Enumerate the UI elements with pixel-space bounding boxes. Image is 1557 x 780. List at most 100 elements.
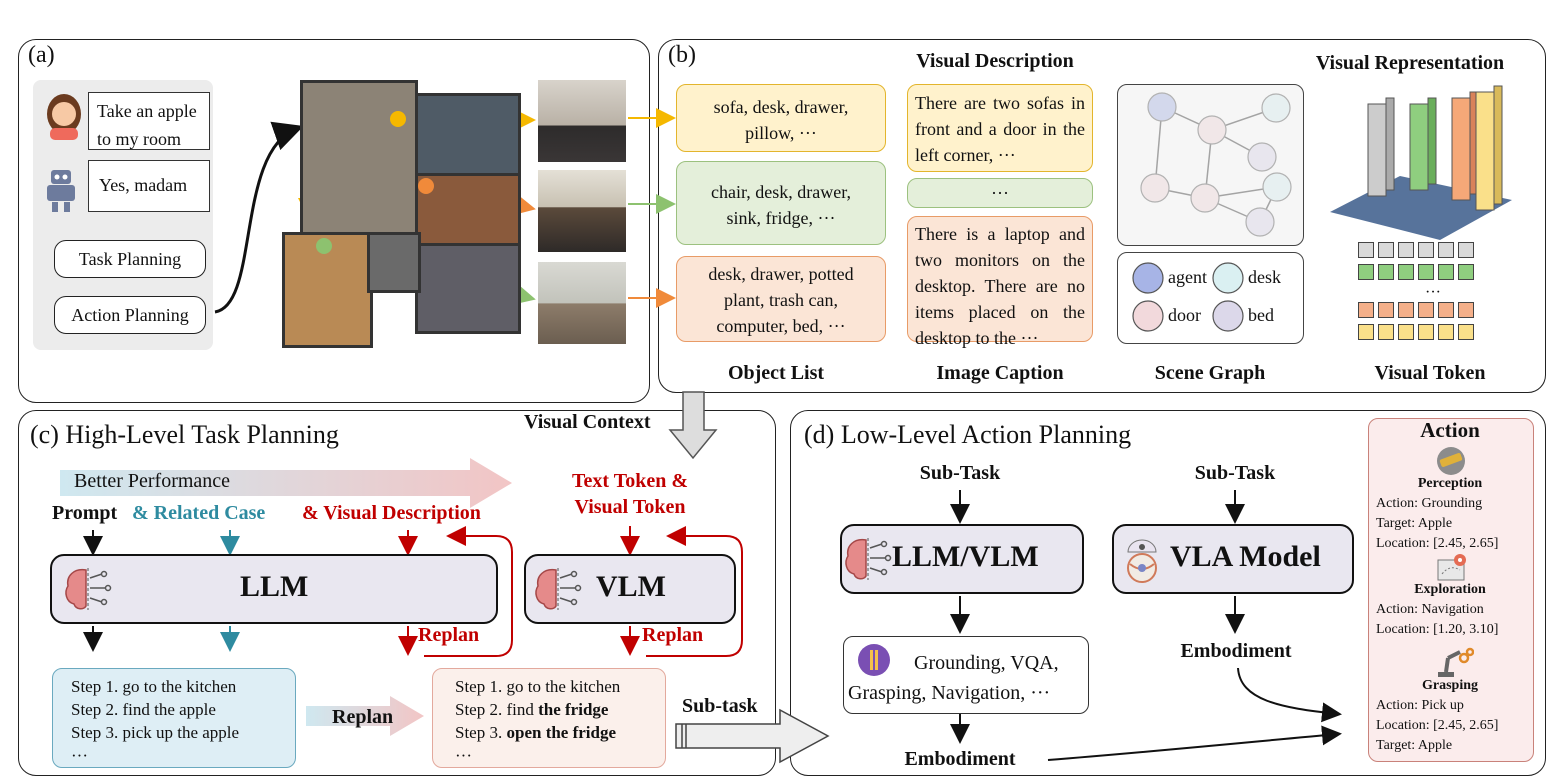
vlm-label: VLM xyxy=(596,570,666,603)
label-visual-token: Visual Token xyxy=(1374,362,1486,384)
plan-box-1: Step 1. go to the kitchen Step 2. find t… xyxy=(52,668,296,768)
vlm-box xyxy=(524,554,736,624)
user-speech-bubble: Take an apple to my room xyxy=(88,92,210,150)
visual-token-grid: ··· xyxy=(1358,242,1508,346)
view-image-2 xyxy=(538,170,626,252)
object-list-2: chair, desk, drawer, sink, fridge, ··· xyxy=(676,161,886,245)
user-avatar xyxy=(44,92,84,140)
perception-name: Perception xyxy=(1417,476,1483,491)
token-row-gray xyxy=(1358,242,1508,264)
task-planning-box: Task Planning xyxy=(54,240,206,278)
panel-d-label: (d) xyxy=(804,420,835,449)
visual-token-line: Visual Token xyxy=(574,496,686,518)
caption-1: There are two sofas in front and a door … xyxy=(907,84,1093,172)
plan2-step3-bold: open the fridge xyxy=(506,723,617,742)
subtask-arrow-label: Sub-task xyxy=(682,695,758,717)
replan-label-vlm: Replan xyxy=(642,624,704,646)
better-performance-label: Better Performance xyxy=(74,470,231,492)
token-row-orange xyxy=(1358,302,1508,324)
route-dot-orange xyxy=(418,178,434,194)
embodiment-label-right: Embodiment xyxy=(1180,640,1292,662)
floor-plan xyxy=(282,80,521,348)
subtask-label-right: Sub-Task xyxy=(1194,462,1276,484)
label-scene-graph: Scene Graph xyxy=(1154,362,1266,384)
legend-door: door xyxy=(1168,305,1201,325)
panel-a-label: (a) xyxy=(28,42,55,68)
grasping-name: Grasping xyxy=(1421,678,1478,693)
vla-label: VLA Model xyxy=(1170,540,1321,573)
replan-arrow-label: Replan xyxy=(332,706,394,728)
object-list-3: desk, drawer, potted plant, trash can, c… xyxy=(676,256,886,342)
llm-vlm-label: LLM/VLM xyxy=(892,540,1039,573)
token-ellipsis: ··· xyxy=(1425,284,1441,301)
skills-line-1: Grounding, VQA, xyxy=(914,652,1059,674)
perception-location: Location: [2.45, 2.65] xyxy=(1376,536,1499,551)
plan1-step2: Step 2. find the apple xyxy=(71,700,216,719)
exploration-location: Location: [1.20, 3.10] xyxy=(1376,622,1499,637)
embodiment-label-left: Embodiment xyxy=(904,748,1016,770)
legend-desk: desk xyxy=(1248,267,1281,287)
exploration-name: Exploration xyxy=(1414,582,1486,597)
vlm-brain-icon xyxy=(532,566,582,612)
visual-context-label: Visual Context xyxy=(520,411,655,434)
plan2-step2: Step 2. find the fridge xyxy=(455,698,643,721)
llm-vlm-box xyxy=(840,524,1084,594)
route-dot-yellow xyxy=(390,111,406,127)
text-visual-token-label: Text Token & Visual Token xyxy=(540,468,720,520)
plan2-step3: Step 3. open the fridge xyxy=(455,721,643,744)
robot-speech-bubble: Yes, madam xyxy=(88,160,210,212)
related-case-label: & Related Case xyxy=(132,502,266,524)
perception-target: Target: Apple xyxy=(1376,516,1453,531)
action-title: Action xyxy=(1420,418,1480,442)
legend-agent: agent xyxy=(1168,267,1207,287)
grasping-action: Action: Pick up xyxy=(1376,698,1464,713)
plan2-step2-prefix: Step 2. find xyxy=(455,700,539,719)
floor-room-1 xyxy=(300,80,418,236)
plan2-step1: Step 1. go to the kitchen xyxy=(455,677,621,696)
exploration-icon xyxy=(1434,552,1470,582)
route-dot-green xyxy=(316,238,332,254)
action-planning-box: Action Planning xyxy=(54,296,206,334)
prompt-label: Prompt xyxy=(52,502,118,524)
exploration-details: Action: Navigation Location: [1.20, 3.10… xyxy=(1376,600,1498,640)
scene-graph-legend xyxy=(1117,252,1304,344)
scene-graph-box xyxy=(1117,84,1304,246)
legend-bed: bed xyxy=(1248,305,1274,325)
exploration-action: Action: Navigation xyxy=(1376,602,1484,617)
llm-vlm-brain-icon xyxy=(842,536,892,582)
grasping-target: Target: Apple xyxy=(1376,738,1453,753)
perception-icon xyxy=(1434,446,1468,476)
caption-3: There is a laptop and two monitors on th… xyxy=(907,216,1093,348)
floor-room-6 xyxy=(367,232,421,293)
token-row-green xyxy=(1358,264,1508,286)
visual-representation-title: Visual Representation xyxy=(1315,52,1505,74)
plan-box-2: Step 1. go to the kitchen Step 2. find t… xyxy=(432,668,666,768)
grasping-icon xyxy=(1434,644,1475,678)
caption-ellipsis: ··· xyxy=(907,178,1093,208)
perception-action: Action: Grounding xyxy=(1376,496,1483,511)
skills-line-2: Grasping, Navigation, ··· xyxy=(848,682,1051,704)
visual-description-label: & Visual Description xyxy=(302,502,481,524)
brain-icon xyxy=(62,566,112,612)
grasping-details: Action: Pick up Location: [2.45, 2.65] T… xyxy=(1376,696,1498,756)
llm-label: LLM xyxy=(240,570,309,603)
view-image-1 xyxy=(538,80,626,162)
plan1-step3: Step 3. pick up the apple xyxy=(71,723,240,742)
replan-label-llm: Replan xyxy=(418,624,480,646)
plan2-step3-prefix: Step 3. xyxy=(455,723,507,742)
panel-c-label: (c) xyxy=(30,420,59,449)
plan1-more: ··· xyxy=(71,746,88,765)
plan1-step1: Step 1. go to the kitchen xyxy=(71,677,237,696)
view-image-3 xyxy=(538,262,626,344)
panel-d-title-text: Low-Level Action Planning xyxy=(840,420,1132,449)
text-token-line: Text Token & xyxy=(572,470,688,492)
panel-d-title: (d) Low-Level Action Planning xyxy=(804,420,1131,450)
floor-room-4 xyxy=(415,243,521,334)
subtask-label-left: Sub-Task xyxy=(919,462,1001,484)
floor-room-2 xyxy=(415,93,521,179)
visual-description-title: Visual Description xyxy=(916,50,1074,72)
robot-ball-icon xyxy=(1118,534,1166,584)
label-object-list: Object List xyxy=(727,362,825,384)
object-list-1: sofa, desk, drawer, pillow, ··· xyxy=(676,84,886,152)
plan2-more: ··· xyxy=(455,746,472,765)
